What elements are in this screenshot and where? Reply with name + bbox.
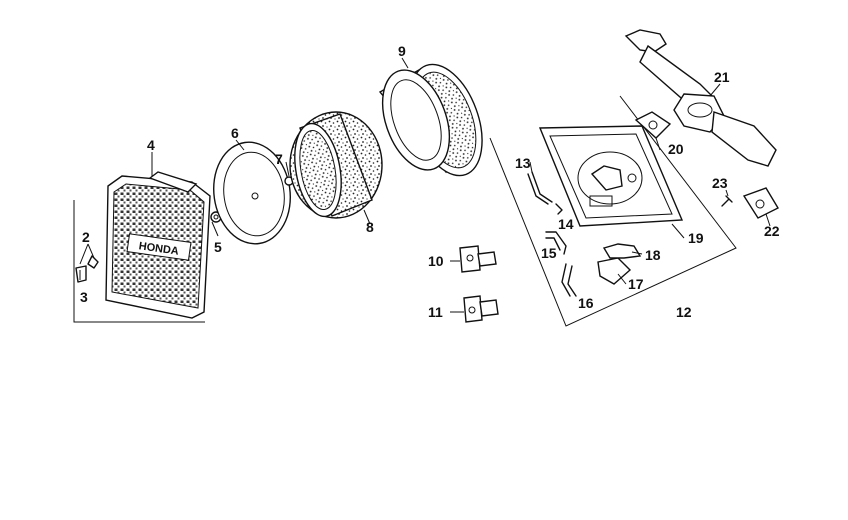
fitting-part-10: [459, 245, 497, 273]
label-part-19: 19: [688, 230, 704, 246]
label-part-6: 6: [231, 125, 239, 141]
drain-tube-part-16: [561, 263, 577, 297]
label-part-16: 16: [578, 295, 594, 311]
group-bracket-left: [73, 200, 205, 323]
label-part-14: 14: [558, 216, 574, 232]
intake-elbow-part-21: [624, 29, 777, 167]
gasket-part-20: [634, 111, 672, 139]
label-part-5: 5: [214, 239, 222, 255]
breather-tube-part-13: [527, 171, 553, 205]
label-part-11: 11: [428, 304, 443, 320]
label-part-2: 2: [82, 229, 90, 245]
filter-cover-plate: [213, 141, 291, 245]
air-cleaner-cover: HONDA: [105, 171, 211, 319]
foam-element: [289, 111, 383, 219]
label-part-3: 3: [80, 289, 88, 305]
label-part-15: 15: [541, 245, 557, 261]
fitting-part-11: [463, 295, 499, 323]
flange-gasket-part-22: [742, 187, 779, 219]
label-part-8: 8: [366, 219, 374, 235]
stud-part-23: [721, 195, 733, 207]
paper-element: [378, 63, 483, 177]
label-part-12: 12: [676, 304, 692, 320]
label-part-13: 13: [515, 155, 531, 171]
cover-emblem-plate: [126, 233, 192, 261]
cover-emblem-text: HONDA: [138, 240, 180, 258]
label-part-7: 7: [275, 151, 283, 167]
wing-nut-part-2: [87, 255, 99, 269]
label-part-20: 20: [668, 141, 684, 157]
group-bracket-base: [489, 95, 737, 327]
label-part-9: 9: [398, 43, 406, 59]
label-part-4: 4: [147, 137, 155, 153]
stay-part-18: [602, 243, 642, 259]
bracket-part-17: [597, 257, 632, 285]
label-part-17: 17: [628, 276, 644, 292]
clip-part-14: [555, 203, 563, 215]
label-part-18: 18: [645, 247, 661, 263]
air-cleaner-base: [538, 125, 684, 227]
label-part-10: 10: [428, 253, 444, 269]
tube-part-15: [545, 231, 567, 255]
label-part-21: 21: [714, 69, 730, 85]
clip-part-3: [75, 265, 87, 283]
label-part-22: 22: [764, 223, 780, 239]
label-part-23: 23: [712, 175, 728, 191]
